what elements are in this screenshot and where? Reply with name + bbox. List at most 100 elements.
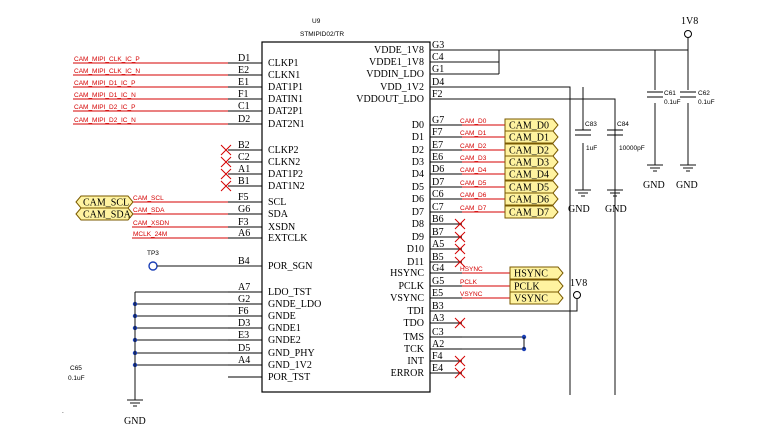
svg-text:C61: C61	[664, 90, 676, 97]
pin-name: GND_1V2	[268, 360, 312, 371]
pin-name: CLKN1	[268, 70, 300, 81]
port-cam-d3[interactable]: CAM_D3	[504, 155, 559, 169]
cap-c62[interactable]: C62 0.1uF	[680, 90, 715, 106]
tdi-pullup-wire	[430, 299, 578, 312]
testpoint-tp3[interactable]: TP3	[147, 250, 159, 271]
pin-number: G5	[432, 276, 444, 287]
pin-number: A2	[432, 339, 444, 350]
port-cam-d1[interactable]: CAM_D1	[504, 130, 559, 144]
pin-name: POR_TST	[268, 372, 310, 383]
pin-name: SCL	[268, 197, 286, 208]
pin-number: G3	[432, 40, 444, 51]
cap-c61[interactable]: C61 0.1uF	[647, 90, 681, 106]
pin-name: D7	[412, 207, 424, 218]
no-connect-mark	[454, 231, 466, 243]
no-connect-mark	[454, 355, 466, 367]
pin-name: VDDE1_1V8	[369, 57, 424, 68]
pin-name: D0	[412, 120, 424, 131]
pin-number: F4	[432, 351, 443, 362]
chip-body[interactable]	[261, 41, 431, 393]
port-vsync[interactable]: VSYNC	[509, 291, 564, 305]
no-connect-mark	[454, 256, 466, 268]
pin-number: A4	[238, 355, 250, 366]
pin-name: EXTCLK	[268, 233, 308, 244]
pin-name: GNDE	[268, 311, 296, 322]
port-cam-d6[interactable]: CAM_D6	[504, 192, 559, 206]
port-cam-d2[interactable]: CAM_D2	[504, 143, 559, 157]
svg-text:GND: GND	[643, 180, 665, 191]
port-cam-d7[interactable]: CAM_D7	[504, 205, 559, 219]
pin-name: DATIN1	[268, 94, 303, 105]
pin-number: E2	[238, 65, 249, 76]
port-label: CAM_D2	[509, 146, 549, 157]
gnd-c83: GND	[568, 189, 591, 215]
net-label: HSYNC	[460, 266, 483, 273]
cap-c84[interactable]: C84 10000pF	[607, 121, 645, 152]
power-rail-1v8	[430, 38, 689, 75]
cap-c65[interactable]: C65 0.1uF	[68, 365, 85, 382]
pin-por-tst[interactable]: POR_TST	[228, 372, 310, 383]
port-hsync[interactable]: HSYNC	[509, 266, 564, 280]
cap-c83[interactable]: C83 1uF	[575, 121, 597, 152]
port-cam-sda[interactable]: CAM_SDA	[75, 207, 134, 221]
svg-text:TP3: TP3	[147, 250, 159, 257]
port-label: CAM_D7	[509, 208, 549, 219]
pin-number: E5	[432, 288, 443, 299]
port-label: CAM_D1	[509, 133, 549, 144]
net-label: CAM_D1	[460, 130, 487, 137]
pin-number: B6	[432, 214, 444, 225]
port-cam-d4[interactable]: CAM_D4	[504, 167, 559, 181]
pin-number: F5	[238, 192, 249, 203]
pin-name: TCK	[404, 344, 425, 355]
port-cam-scl[interactable]: CAM_SCL	[75, 195, 134, 209]
power-1v8-top: 1V8	[681, 16, 698, 38]
net-label: CAM_MIPI_D1_IC_N	[74, 92, 136, 99]
port-pclk[interactable]: PCLK	[509, 279, 564, 293]
svg-text:GND: GND	[124, 416, 146, 427]
net-label: CAM_MIPI_D1_IC_P	[74, 80, 135, 87]
port-cam-d5[interactable]: CAM_D5	[504, 180, 559, 194]
port-label: CAM_D0	[509, 121, 549, 132]
pin-name: D2	[412, 145, 424, 156]
svg-text:C84: C84	[617, 121, 629, 128]
port-cam-d0[interactable]: CAM_D0	[504, 118, 559, 132]
